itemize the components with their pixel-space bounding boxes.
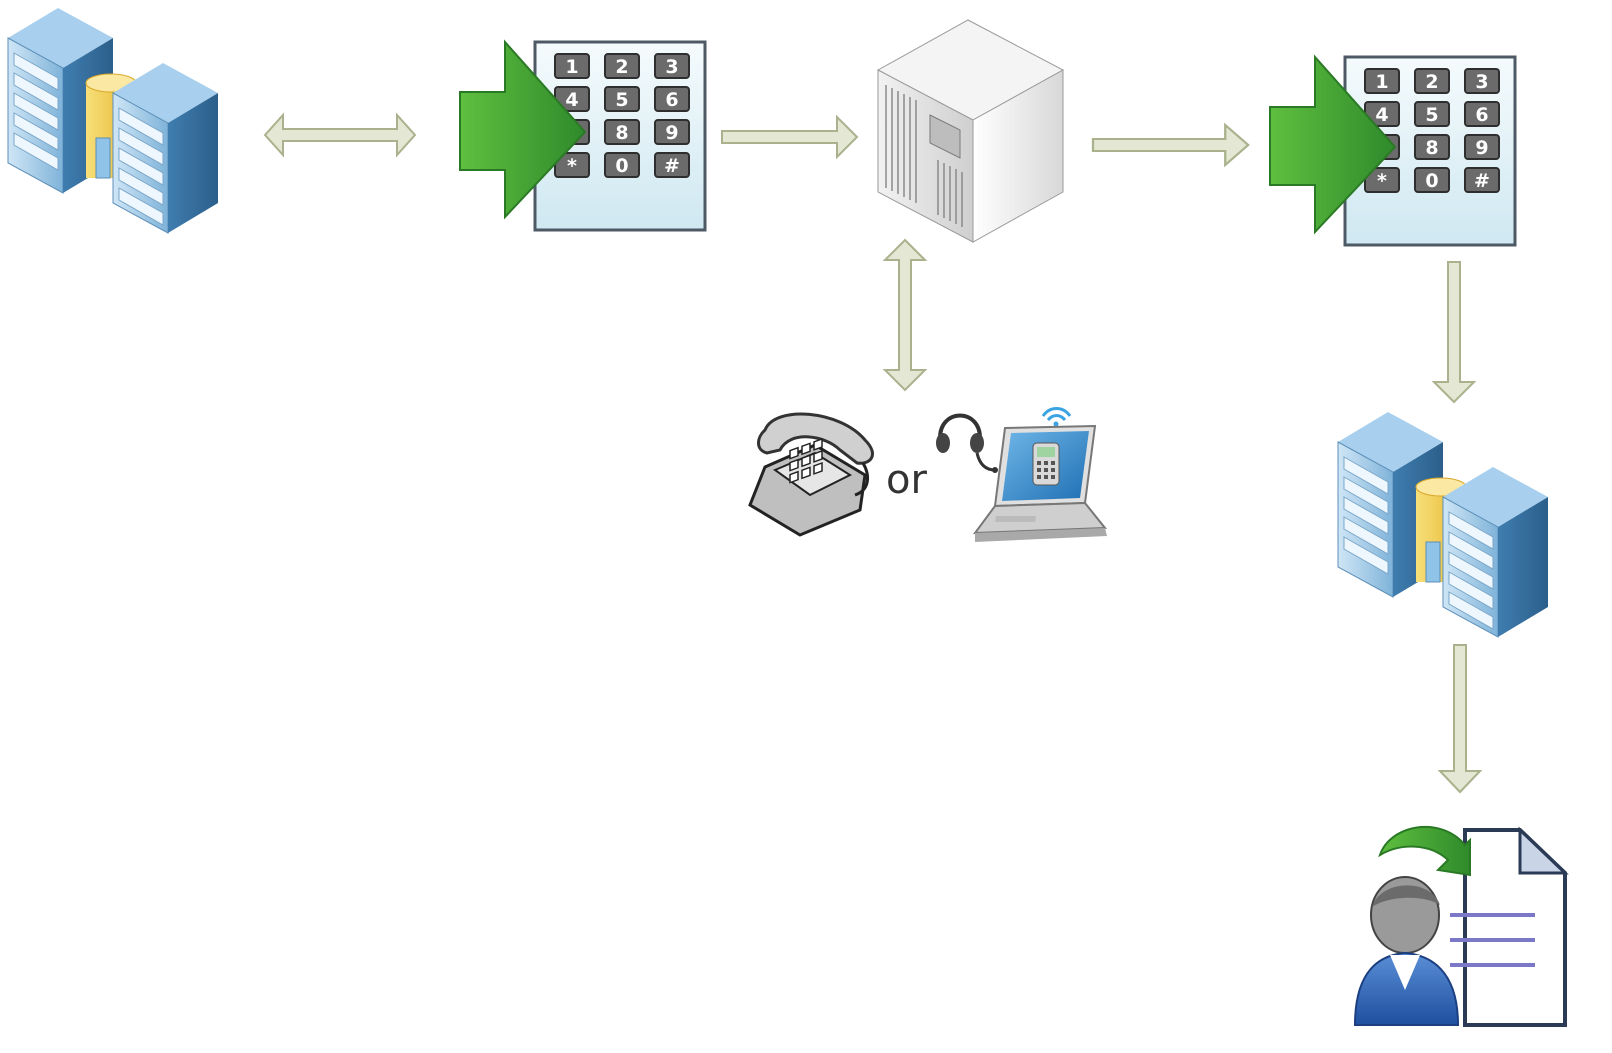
arrow-servers-to-user xyxy=(1438,643,1482,794)
pbx-server-icon xyxy=(876,19,1065,243)
keypad-key xyxy=(654,119,690,145)
user-document-icon xyxy=(1353,825,1569,1027)
keypad-key-label: 3 xyxy=(665,56,678,78)
source-server-cluster-icon xyxy=(7,7,219,234)
keypad-keys-2: 123456789*0# xyxy=(1364,68,1500,193)
keypad-key-label: 9 xyxy=(1475,137,1488,159)
keypad-key xyxy=(1464,134,1500,160)
keypad-key xyxy=(1464,101,1500,127)
or-label: or xyxy=(886,457,927,503)
keypad-key-label: 3 xyxy=(1475,71,1488,93)
keypad-key-label: 2 xyxy=(1425,71,1438,93)
keypad-key-label: 1 xyxy=(1375,71,1388,93)
keypad-key-label: # xyxy=(664,155,680,177)
keypad-key-label: 8 xyxy=(1425,137,1438,159)
keypad-key xyxy=(554,53,590,79)
keypad-key xyxy=(1364,68,1400,94)
ivr-keypad-icon-2: 123456789*0# xyxy=(1269,54,1517,247)
keypad-key xyxy=(604,53,640,79)
keypad-key xyxy=(604,119,640,145)
keypad-key-label: 9 xyxy=(665,122,678,144)
arrow-keypad-to-pbx xyxy=(721,116,858,158)
arrow-pbx-to-keypad xyxy=(1091,123,1250,167)
keypad-key xyxy=(1414,68,1450,94)
keypad-key-label: 0 xyxy=(615,155,628,177)
keypad-key xyxy=(654,152,690,178)
keypad-key-label: 4 xyxy=(1375,104,1388,126)
desk-phone-icon xyxy=(748,412,874,537)
keypad-key xyxy=(1414,101,1450,127)
softphone-laptop-icon xyxy=(936,407,1108,542)
keypad-key xyxy=(654,53,690,79)
bidirectional-arrow-pbx-phones xyxy=(882,238,928,392)
keypad-key-label: 0 xyxy=(1425,170,1438,192)
keypad-key xyxy=(1414,134,1450,160)
keypad-key-label: 5 xyxy=(1425,104,1438,126)
keypad-key xyxy=(1414,167,1450,193)
ivr-keypad-icon: 123456789*0# xyxy=(459,39,707,232)
keypad-key-label: * xyxy=(567,155,577,177)
keypad-key xyxy=(604,152,640,178)
keypad-key-label: 2 xyxy=(615,56,628,78)
keypad-key xyxy=(1464,68,1500,94)
keypad-key xyxy=(604,86,640,112)
bidirectional-arrow-servers-keypad xyxy=(264,114,416,156)
keypad-key xyxy=(654,86,690,112)
keypad-key-label: * xyxy=(1377,170,1387,192)
arrow-keypad-to-servers xyxy=(1433,261,1475,403)
target-server-cluster-icon xyxy=(1337,411,1549,638)
keypad-key-label: 8 xyxy=(615,122,628,144)
keypad-keys: 123456789*0# xyxy=(554,53,690,178)
keypad-key-label: 6 xyxy=(1475,104,1488,126)
keypad-key xyxy=(1464,167,1500,193)
keypad-key-label: 4 xyxy=(565,89,578,111)
keypad-key-label: # xyxy=(1474,170,1490,192)
keypad-key-label: 5 xyxy=(615,89,628,111)
keypad-key-label: 1 xyxy=(565,56,578,78)
keypad-key-label: 6 xyxy=(665,89,678,111)
